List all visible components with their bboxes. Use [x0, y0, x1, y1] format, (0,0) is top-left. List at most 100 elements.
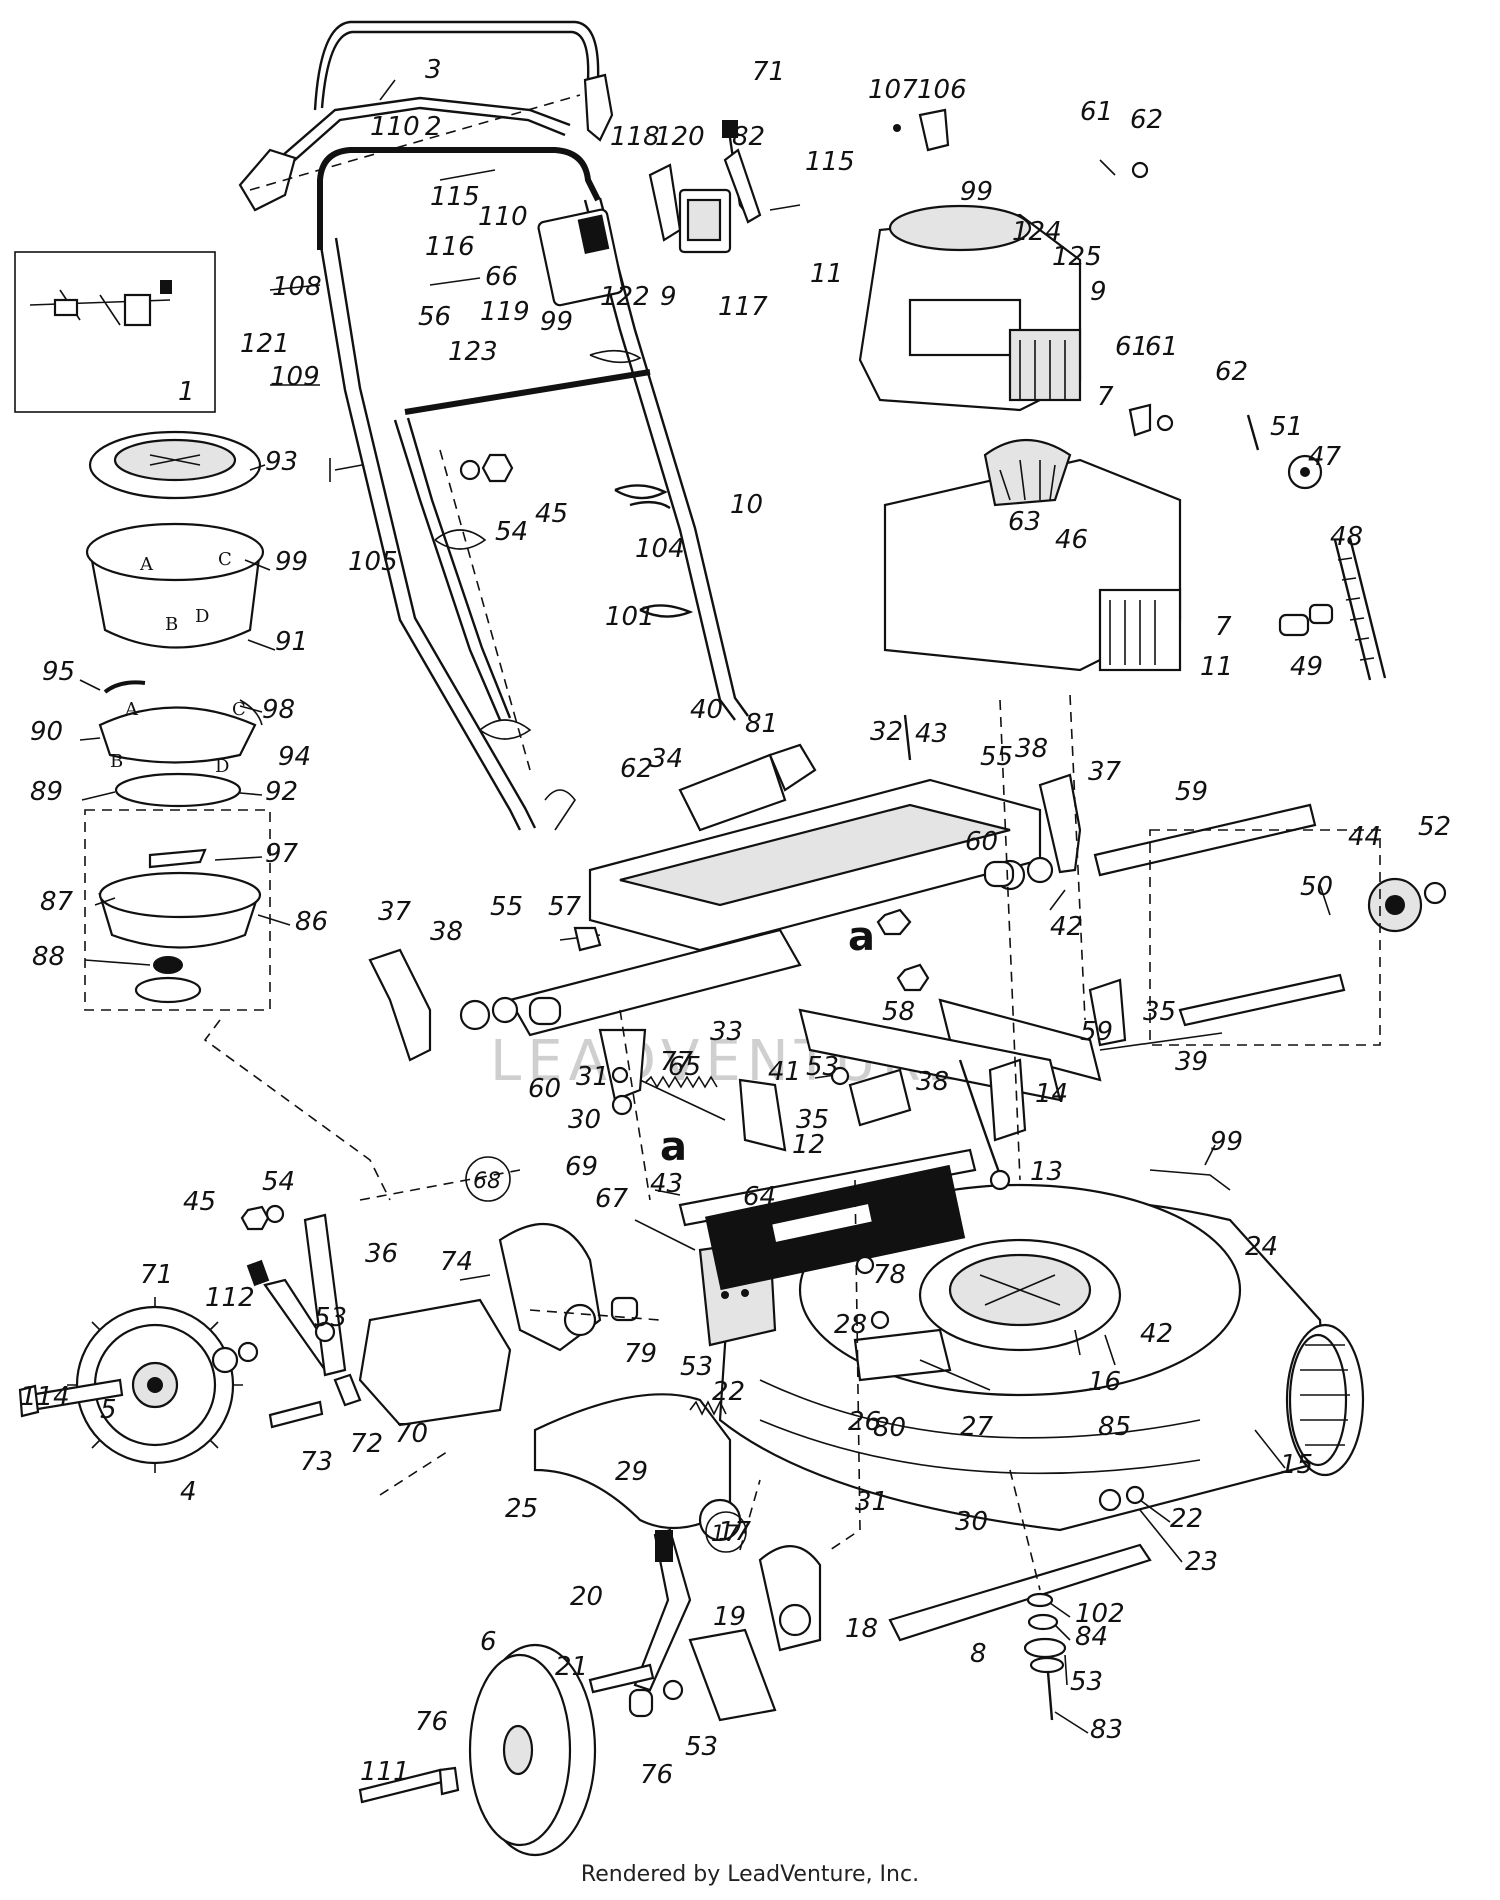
part-label-122: 122: [600, 282, 650, 312]
part-label-99: 99: [1210, 1127, 1243, 1157]
part-label-2: 2: [425, 112, 442, 142]
reference-letter-a-lower: a: [660, 1124, 687, 1170]
part-label-40: 40: [690, 695, 723, 725]
zone-letter-d: D: [195, 606, 209, 627]
leader-line: [214, 856, 263, 861]
front-assembly: [358, 1393, 1152, 1857]
part-label-37: 37: [378, 897, 412, 927]
engine-assembly: [858, 108, 1387, 681]
part-label-75: 75: [922, 1207, 955, 1237]
part-label-12: 12: [792, 1130, 825, 1160]
part-label-4: 4: [180, 1477, 197, 1507]
part-label-79: 79: [624, 1339, 657, 1369]
zone-letter-b: B: [165, 614, 178, 635]
leader-line: [81, 791, 116, 801]
part-label-59: 59: [1175, 777, 1208, 807]
part-label-45: 45: [535, 499, 568, 529]
part-label-105: 105: [348, 547, 398, 577]
part-label-87: 87: [40, 887, 74, 917]
part-label-91: 91: [275, 627, 308, 657]
leader-line: [1054, 1711, 1089, 1734]
part-label-69: 69: [565, 1152, 598, 1182]
mower-deck: Inside of Deck: [698, 1059, 1365, 1532]
part-label-31: 31: [855, 1487, 888, 1517]
part-label-124: 124: [1012, 217, 1062, 247]
reference-letter-a-upper: a: [848, 914, 875, 960]
part-label-107: 107: [868, 75, 918, 105]
part-label-82: 82: [732, 122, 765, 152]
part-label-54: 54: [495, 517, 528, 547]
part-label-32: 32: [870, 717, 903, 747]
part-label-22: 22: [712, 1377, 745, 1407]
part-label-93: 93: [265, 447, 298, 477]
part-label-31: 31: [576, 1062, 609, 1092]
part-label-55: 55: [980, 742, 1013, 772]
part-label-81: 81: [745, 709, 778, 739]
part-label-62: 62: [620, 754, 653, 784]
part-label-43: 43: [650, 1169, 683, 1199]
reference-letters: aa: [660, 914, 875, 1170]
part-label-92: 92: [265, 777, 298, 807]
part-label-108: 108: [272, 272, 322, 302]
part-label-72: 72: [350, 1429, 383, 1459]
circled-label-17: 17: [711, 1522, 739, 1547]
circle-ring-68: [465, 1156, 511, 1202]
part-label-109: 109: [270, 362, 320, 392]
part-label-41: 41: [768, 1057, 801, 1087]
leader-line: [269, 284, 321, 291]
leader-line: [244, 559, 271, 571]
part-label-38: 38: [1015, 734, 1048, 764]
part-label-30: 30: [955, 1507, 988, 1537]
leader-lines: [79, 79, 1286, 1734]
part-label-19: 19: [713, 1602, 746, 1632]
part-label-88: 88: [32, 942, 65, 972]
part-label-62: 62: [1215, 357, 1248, 387]
part-label-23: 23: [1185, 1547, 1218, 1577]
part-label-70: 70: [395, 1419, 428, 1449]
part-label-56: 56: [418, 302, 451, 332]
part-label-99: 99: [540, 307, 573, 337]
part-label-119: 119: [480, 297, 530, 327]
part-label-42: 42: [1050, 912, 1083, 942]
inset-box-1: [14, 251, 216, 413]
leader-line: [249, 464, 266, 471]
part-label-54: 54: [262, 1167, 295, 1197]
part-label-99: 99: [275, 547, 308, 577]
leader-line: [84, 959, 151, 966]
part-label-26: 26: [848, 1407, 881, 1437]
part-label-66: 66: [485, 262, 518, 292]
part-label-7: 7: [1097, 382, 1114, 412]
footer-credit: Rendered by LeadVenture, Inc.: [580, 1862, 920, 1887]
circled-label-68: 68: [473, 1169, 501, 1194]
part-label-104: 104: [635, 534, 685, 564]
part-label-52: 52: [1418, 812, 1451, 842]
part-label-67: 67: [595, 1184, 629, 1214]
part-label-13: 13: [1030, 1157, 1063, 1187]
rear-wheel-left: [18, 1204, 696, 1473]
part-label-78: 78: [873, 1260, 906, 1290]
part-label-76: 76: [415, 1707, 448, 1737]
part-label-85: 85: [1098, 1412, 1131, 1442]
part-label-36: 36: [365, 1239, 398, 1269]
drive-linkage: [368, 714, 1447, 1227]
leader-line: [79, 737, 101, 741]
part-label-11: 11: [810, 259, 843, 289]
part-label-101: 101: [605, 602, 655, 632]
part-label-73: 73: [300, 1447, 333, 1477]
zone-letter-b: B: [110, 751, 123, 772]
part-label-99: 99: [960, 177, 993, 207]
part-label-10: 10: [730, 490, 763, 520]
part-label-11: 11: [1200, 652, 1233, 682]
part-label-7: 7: [1215, 612, 1232, 642]
part-label-112: 112: [205, 1283, 255, 1313]
leader-line: [239, 705, 263, 713]
part-label-65: 65: [668, 1052, 701, 1082]
part-label-102: 102: [1075, 1599, 1125, 1629]
part-label-51: 51: [1270, 412, 1303, 442]
leader-line: [239, 792, 263, 796]
part-label-61: 61: [1115, 332, 1148, 362]
part-label-38: 38: [430, 917, 463, 947]
part-label-97: 97: [265, 839, 299, 869]
